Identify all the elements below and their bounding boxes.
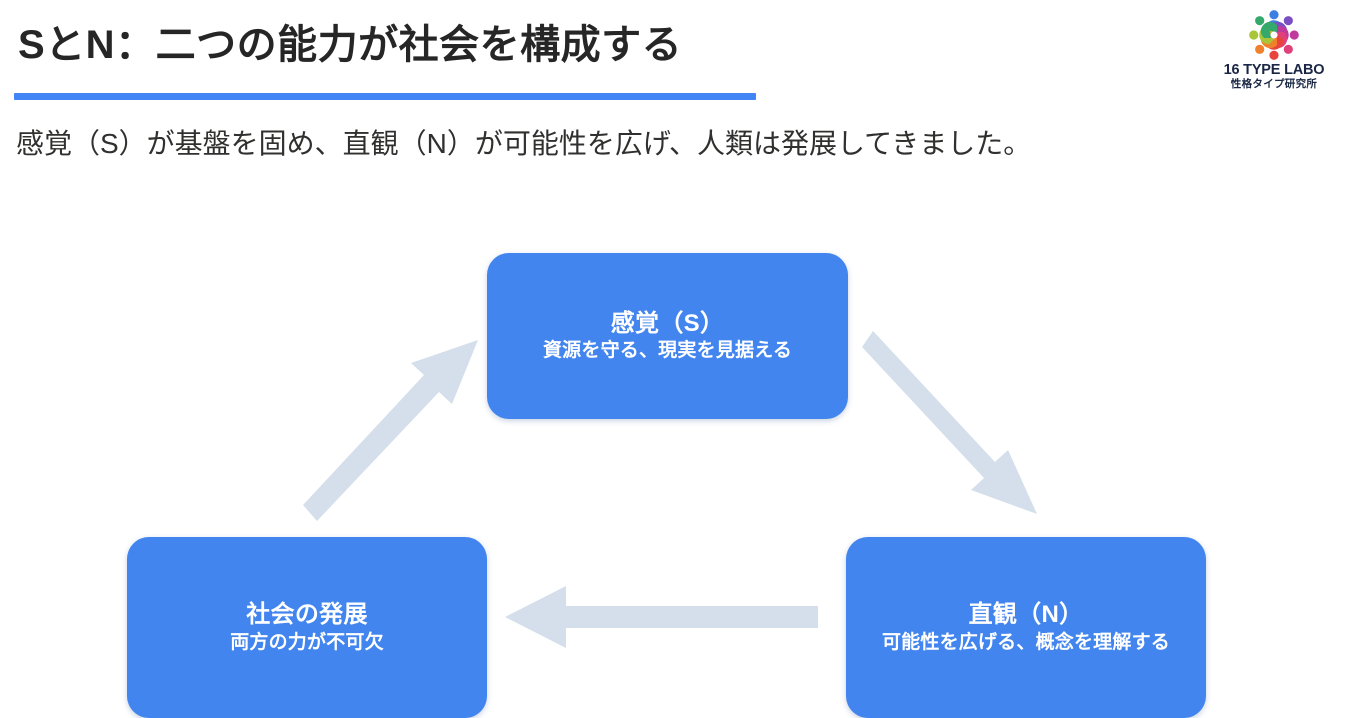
node-society-title: 社会の発展 bbox=[246, 601, 368, 629]
title-underline-rule bbox=[14, 93, 756, 100]
diagram-node-intuition[interactable]: 直観（N） 可能性を広げる、概念を理解する bbox=[846, 537, 1206, 718]
node-sensing-title: 感覚（S） bbox=[610, 309, 725, 337]
people-circle-icon bbox=[1249, 10, 1299, 60]
diagram-node-sensing[interactable]: 感覚（S） 資源を守る、現実を見据える bbox=[487, 253, 848, 419]
arrow-sensing-to-intuition bbox=[862, 331, 1037, 514]
logo-subname: 性格タイプ研究所 bbox=[1230, 78, 1318, 91]
node-intuition-description: 可能性を広げる、概念を理解する bbox=[881, 631, 1170, 653]
node-society-description: 両方の力が不可欠 bbox=[230, 631, 384, 653]
node-sensing-description: 資源を守る、現実を見据える bbox=[542, 340, 793, 362]
diagram-node-society[interactable]: 社会の発展 両方の力が不可欠 bbox=[127, 537, 487, 718]
arrow-intuition-to-society bbox=[505, 586, 818, 648]
node-intuition-title: 直観（N） bbox=[968, 601, 1084, 629]
logo-name: 16 TYPE LABO bbox=[1223, 62, 1325, 78]
brand-logo: 16 TYPE LABO 性格タイプ研究所 bbox=[1212, 8, 1336, 100]
page-title: SとN：二つの能力が社会を構成する bbox=[18, 23, 683, 67]
arrow-society-to-sensing bbox=[303, 340, 478, 521]
page-subtitle: 感覚（S）が基盤を固め、直観（N）が可能性を広げ、人類は発展してきました。 bbox=[16, 128, 1032, 159]
